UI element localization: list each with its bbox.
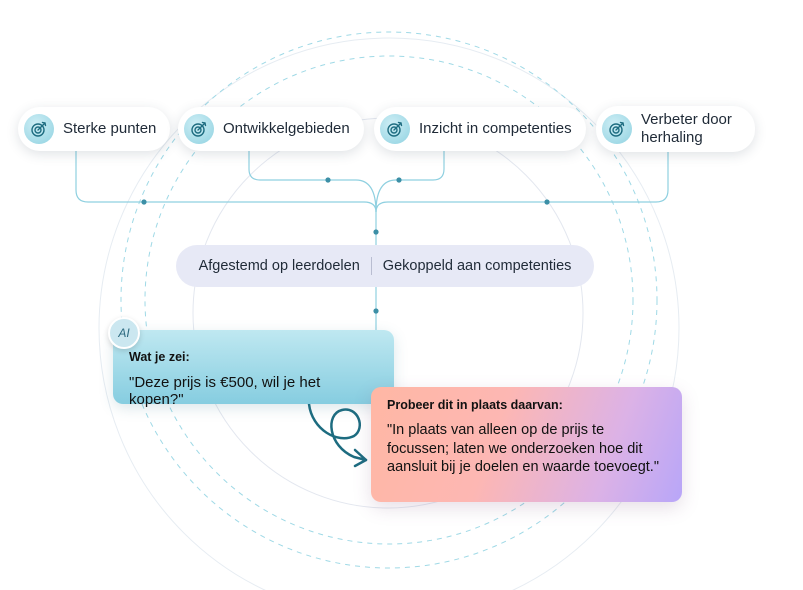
- suggestion-title: Probeer dit in plaats daarvan:: [387, 398, 563, 412]
- pill-label: Sterke punten: [63, 120, 157, 137]
- target-icon: [602, 114, 632, 144]
- ai-badge: AI: [108, 317, 140, 349]
- tag-divider: [370, 257, 372, 275]
- pill-verbeter-door-herhaling: Verbeter door herhaling: [596, 106, 755, 152]
- said-card: Wat je zei: "Deze prijs is €500, wil je …: [113, 330, 394, 408]
- said-text: "Deze prijs is €500, wil je het kopen?": [129, 374, 321, 408]
- pill-label: Verbeter door herhaling: [641, 111, 732, 146]
- target-icon: [380, 114, 410, 144]
- loop-arrow-icon: [307, 402, 368, 468]
- pill-label: Ontwikkelgebieden: [223, 120, 350, 137]
- target-icon: [24, 114, 54, 144]
- suggestion-card: Probeer dit in plaats daarvan: "In plaat…: [371, 387, 682, 502]
- tag-afgestemd: Afgestemd op leerdoelen: [198, 258, 360, 274]
- pill-sterke-punten: Sterke punten: [18, 107, 171, 151]
- suggestion-text: "In plaats van alleen op de prijs te foc…: [387, 422, 659, 475]
- tag-bar: Afgestemd op leerdoelen Gekoppeld aan co…: [176, 245, 594, 287]
- pill-inzicht-in-competenties: Inzicht in competenties: [374, 107, 586, 151]
- pill-label: Inzicht in competenties: [419, 120, 572, 137]
- target-icon: [184, 114, 214, 144]
- pill-ontwikkelgebieden: Ontwikkelgebieden: [178, 107, 364, 151]
- tag-gekoppeld: Gekoppeld aan competenties: [382, 258, 572, 274]
- said-title: Wat je zei:: [129, 350, 190, 364]
